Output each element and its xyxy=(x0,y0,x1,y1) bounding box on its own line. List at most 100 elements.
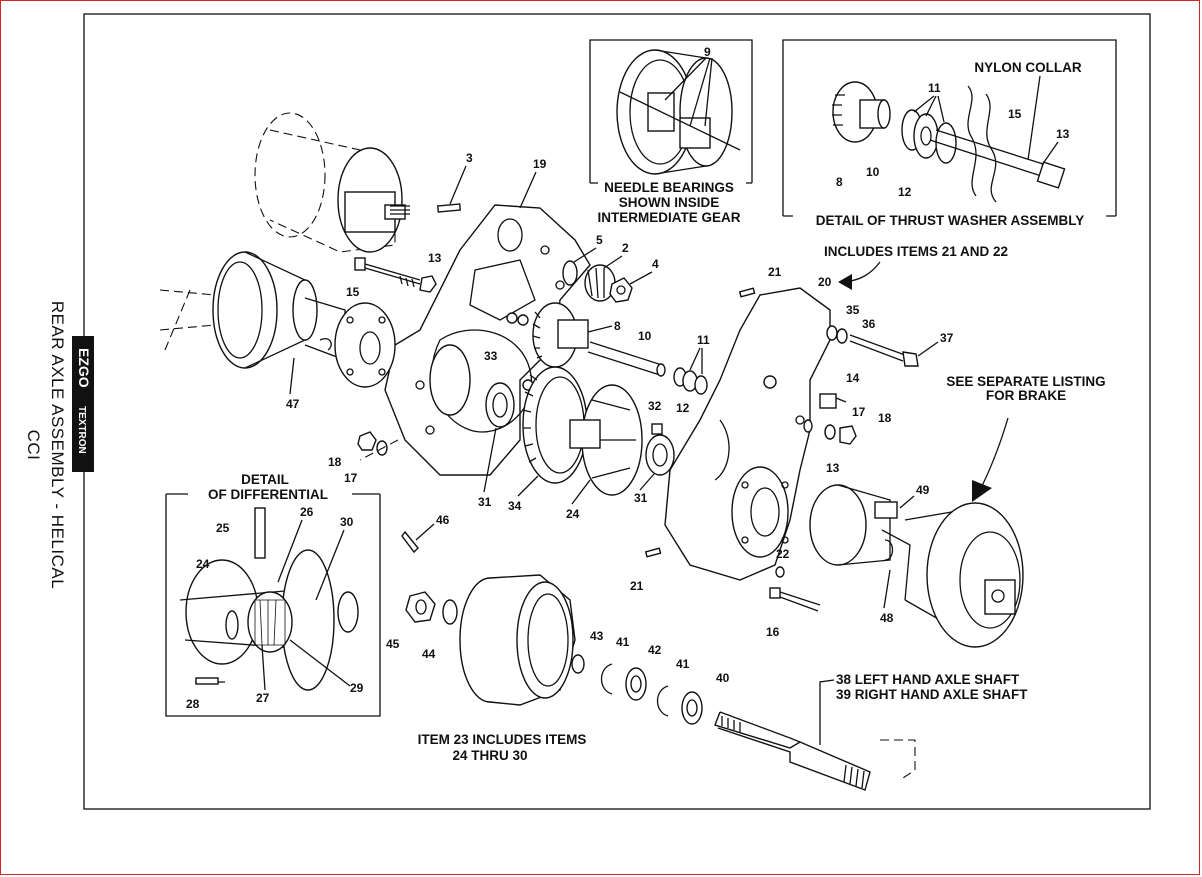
callout-36: 36 xyxy=(862,317,876,331)
callout-11: 11 xyxy=(697,333,710,347)
callout-27: 27 xyxy=(256,691,270,705)
right-housing-20 xyxy=(664,287,831,581)
callout-44: 44 xyxy=(422,647,436,661)
washer-22 xyxy=(775,566,785,578)
dowel-3 xyxy=(437,203,461,213)
callout-26: 26 xyxy=(300,505,314,519)
callout-28: 28 xyxy=(186,697,200,711)
bolt-15-left xyxy=(354,257,437,293)
callout-46: 46 xyxy=(436,513,450,527)
callout-41b: 41 xyxy=(676,657,690,671)
brake-note-1: SEE SEPARATE LISTING xyxy=(946,374,1105,389)
callout-25: 25 xyxy=(216,521,230,535)
callout-21-top: 21 xyxy=(768,265,782,279)
axle-38-label: 38 LEFT HAND AXLE SHAFT xyxy=(836,672,1020,687)
callout-31-right: 31 xyxy=(634,491,648,505)
bolt-16 xyxy=(769,587,821,612)
snap-ring-41b xyxy=(656,685,669,717)
needle-caption-3: INTERMEDIATE GEAR xyxy=(597,210,740,225)
differential-detail-inset xyxy=(165,493,381,717)
callout-10: 10 xyxy=(638,329,652,343)
diff-caption-1: DETAIL xyxy=(241,472,289,487)
washer-35 xyxy=(826,325,838,341)
intermediate-gear-8 xyxy=(506,302,589,368)
pulley-47 xyxy=(159,251,346,369)
logo-brand-text: EZGO xyxy=(76,348,92,388)
callout-24: 24 xyxy=(566,507,580,521)
motor-part xyxy=(254,112,410,253)
callout-17-right: 17 xyxy=(852,405,866,419)
stud-14 xyxy=(819,393,847,409)
callout-43: 43 xyxy=(590,629,604,643)
bearing-2 xyxy=(562,260,633,303)
callout-13: 13 xyxy=(428,251,442,265)
callout-41a: 41 xyxy=(616,635,630,649)
callout-17-left: 17 xyxy=(344,471,358,485)
callout-14: 14 xyxy=(846,371,860,385)
thrust-caption: DETAIL OF THRUST WASHER ASSEMBLY xyxy=(816,213,1085,228)
bearing-31-left xyxy=(485,379,534,428)
callout-35: 35 xyxy=(846,303,860,317)
callout-18-right: 18 xyxy=(878,411,892,425)
side-model-group: CCI xyxy=(24,430,43,461)
callout-11-inset: 11 xyxy=(928,81,941,95)
callout-47: 47 xyxy=(286,397,300,411)
callout-5: 5 xyxy=(596,233,603,247)
flange-left xyxy=(319,302,396,388)
washer-17-right xyxy=(824,424,836,440)
axle-shaft xyxy=(714,711,916,791)
callout-33: 33 xyxy=(484,349,498,363)
item23-note-1: ITEM 23 INCLUDES ITEMS xyxy=(418,732,587,747)
ezgo-logo: EZGO TEXTRON xyxy=(72,336,94,472)
nylon-collar-label: NYLON COLLAR xyxy=(974,60,1081,75)
flange-right xyxy=(809,484,898,566)
callout-8-inset: 8 xyxy=(836,175,843,189)
callout-15: 15 xyxy=(346,285,360,299)
centerline-left xyxy=(164,289,191,351)
brake-note-2: FOR BRAKE xyxy=(986,388,1066,403)
shaft-10 xyxy=(587,341,666,377)
bearing-31-right xyxy=(645,434,675,476)
bearing-42 xyxy=(625,667,647,701)
diff-caption-2: OF DIFFERENTIAL xyxy=(208,487,328,502)
washer-43 xyxy=(571,654,585,674)
item23-note-2: 24 THRU 30 xyxy=(452,748,527,763)
callout-22: 22 xyxy=(776,547,790,561)
lower-brake-drum xyxy=(459,574,576,706)
needle-bearing-inset: 9 NEEDLE BEARINGS SHOWN INSIDE INTERMEDI… xyxy=(589,39,753,225)
centerline-mid xyxy=(359,439,399,461)
callout-12: 12 xyxy=(676,401,690,415)
needle-caption-2: SHOWN INSIDE xyxy=(619,195,720,210)
callout-32: 32 xyxy=(648,399,662,413)
callout-20: 20 xyxy=(818,275,832,289)
differential-case-24 xyxy=(569,384,643,496)
thrust-washer-inset: NYLON COLLAR 11 15 13 8 10 12 DETAIL OF … xyxy=(782,39,1117,228)
callout-4: 4 xyxy=(652,257,659,271)
nut-18-left xyxy=(357,431,377,451)
bolt-37 xyxy=(849,334,919,367)
logo-sub-text: TEXTRON xyxy=(76,406,87,454)
callout-18-left: 18 xyxy=(328,455,342,469)
washers-11 xyxy=(673,367,708,395)
callout-30: 30 xyxy=(340,515,354,529)
callout-48: 48 xyxy=(880,611,894,625)
side-title-group: REAR AXLE ASSEMBLY - HELICAL xyxy=(48,301,67,589)
callout-2: 2 xyxy=(622,241,629,255)
side-title: REAR AXLE ASSEMBLY - HELICAL xyxy=(48,301,67,589)
brake-drum-48 xyxy=(881,502,1024,648)
bolt-32 xyxy=(651,423,663,435)
callout-9: 9 xyxy=(704,45,711,59)
washer-17-right-a xyxy=(803,419,813,433)
callout-37: 37 xyxy=(940,331,954,345)
axle-39-label: 39 RIGHT HAND AXLE SHAFT xyxy=(836,687,1028,702)
washer-44 xyxy=(442,599,458,625)
pin-21-top xyxy=(738,287,756,298)
left-housing-19 xyxy=(384,204,591,476)
pin-21-bottom xyxy=(644,547,662,558)
callout-45: 45 xyxy=(386,637,400,651)
callout-13-inset: 13 xyxy=(1056,127,1070,141)
callout-15-inset: 15 xyxy=(1008,107,1022,121)
callout-13-right: 13 xyxy=(826,461,840,475)
